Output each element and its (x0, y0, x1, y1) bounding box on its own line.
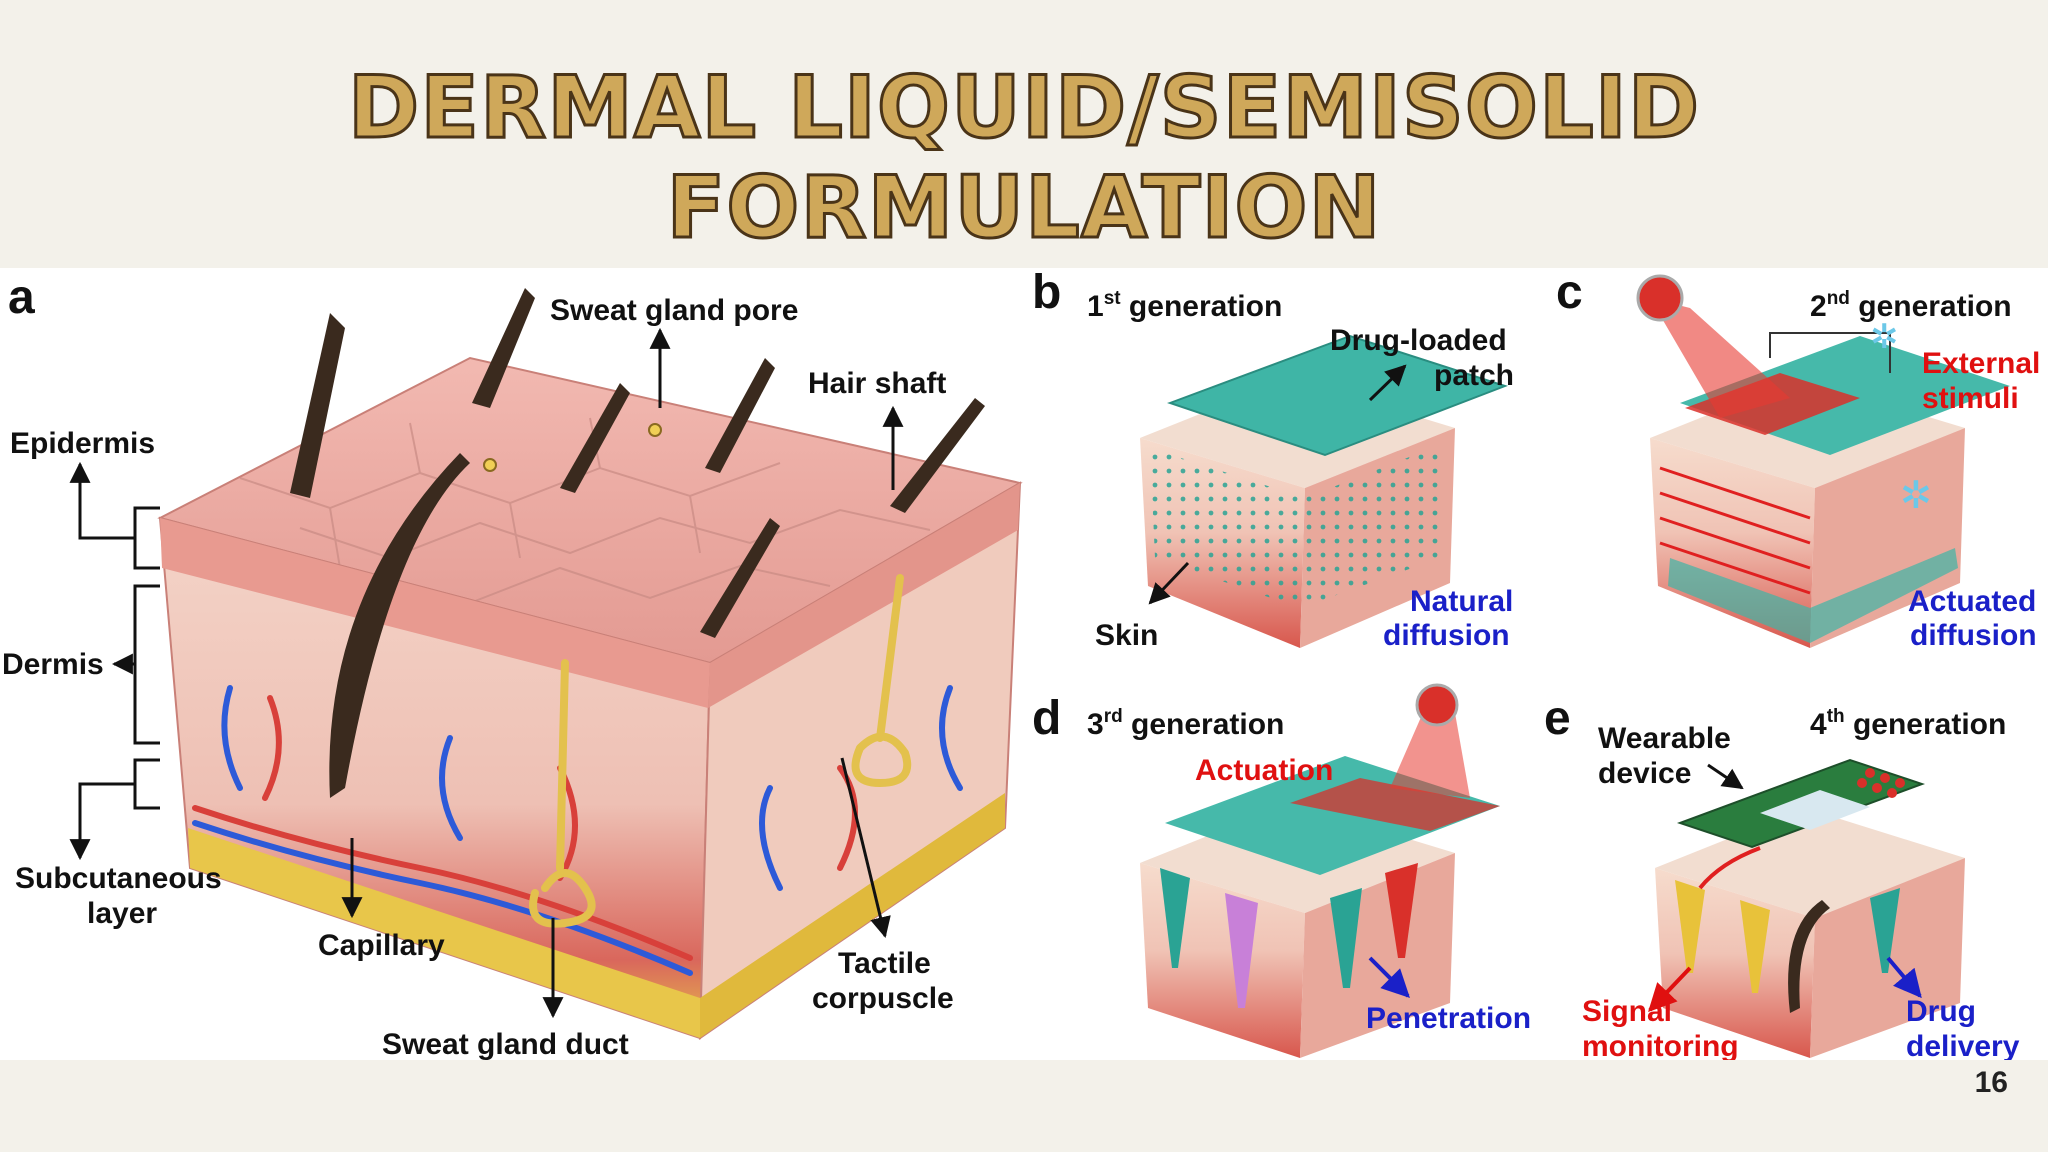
gen-text: generation (1123, 708, 1285, 741)
label-natural: Natural (1410, 585, 1513, 618)
panel-c-generation: 2nd generation (1810, 288, 2012, 323)
gen-number: 1 (1087, 290, 1104, 323)
circuit-wire (1769, 332, 1891, 373)
label-tactile: Tactile (838, 947, 931, 980)
microneedle (1225, 893, 1258, 1008)
label-stimuli: stimuli (1922, 382, 2019, 415)
label-patch: patch (1434, 359, 1514, 392)
label-sweat-gland-pore: Sweat gland pore (550, 294, 798, 327)
panel-b-first-generation: b 1st generation Drug-loaded patch Skin … (1032, 268, 1514, 652)
light-source-icon (1636, 274, 1684, 322)
drug-loaded-patch (1167, 334, 1509, 457)
subcutaneous-fat (188, 828, 700, 1038)
sweat-pore (648, 423, 662, 437)
epidermis-band (160, 518, 710, 708)
gen-text: generation (1845, 708, 2007, 741)
label-dermis: Dermis (2, 648, 104, 681)
light-source-icon (1415, 683, 1459, 727)
actuation-beam (1390, 708, 1470, 798)
label-penetration: Penetration (1366, 1002, 1531, 1035)
gen-superscript: rd (1104, 706, 1123, 727)
label-actuation: Actuation (1195, 754, 1333, 787)
microneedle (1740, 900, 1770, 993)
tactile-arrow (840, 757, 891, 939)
label-drug: Drug (1906, 995, 1976, 1028)
label-subcutaneous-layer: layer (87, 897, 157, 930)
skin-block-top (1655, 808, 1965, 918)
label-skin: Skin (1095, 619, 1158, 652)
subcutaneous-fat-right (700, 793, 1005, 1038)
panel-d-letter: d (1032, 692, 1061, 745)
epidermis-band-right (708, 483, 1020, 708)
label-capillary: Capillary (318, 929, 445, 962)
page-number: 16 (1974, 1066, 2008, 1099)
label-drug-loaded: Drug-loaded (1330, 324, 1507, 357)
device-wire (1698, 846, 1761, 890)
star-icon: ✲ (1870, 318, 1899, 356)
panel-b-generation: 1st generation (1087, 288, 1282, 323)
label-delivery: delivery (1906, 1030, 2020, 1060)
hair-shafts (290, 288, 985, 798)
actuated-patch-region (1290, 778, 1500, 831)
sweat-pore (483, 458, 497, 472)
red-stimulus-patch (1685, 373, 1860, 435)
drug-patch-arrow (1368, 364, 1407, 402)
blood-vessels (192, 685, 963, 976)
label-diffusion: diffusion (1383, 619, 1510, 652)
label-epidermis: Epidermis (10, 427, 155, 460)
label-tactile-corpuscle: corpuscle (812, 982, 954, 1015)
wearable-device-arrow (1707, 763, 1744, 790)
microneedle (1330, 888, 1362, 988)
gen-superscript: st (1104, 288, 1122, 309)
label-actuated-diffusion: diffusion (1910, 619, 2037, 652)
device-led-array (1857, 768, 1905, 798)
microneedle (1385, 863, 1418, 958)
drug-diffusion-dots (1150, 448, 1305, 608)
gen-text: generation (1121, 290, 1283, 323)
panel-e-generation: 4th generation (1810, 706, 2006, 741)
drug-diffusion-dots-right (1300, 443, 1445, 608)
drug-diffusion-cloud (1668, 548, 1958, 643)
label-monitoring: monitoring (1582, 1030, 1739, 1060)
label-sweat-gland-duct: Sweat gland duct (382, 1028, 629, 1060)
hair-strand (1788, 900, 1830, 1013)
panel-b-letter: b (1032, 268, 1061, 319)
label-subcutaneous: Subcutaneous (15, 862, 222, 895)
label-device: device (1598, 757, 1691, 790)
star-icon: ✲ (1900, 475, 1932, 517)
gen-text: generation (1850, 290, 2012, 323)
microneedle (1160, 868, 1190, 968)
stimulus-lines (1659, 466, 1811, 595)
panel-d-third-generation: d 3rd generation Actuation Penetration (1032, 683, 1531, 1058)
label-wearable: Wearable (1598, 722, 1731, 755)
device-screen (1760, 790, 1870, 830)
drug-delivery-arrow (1886, 956, 1922, 999)
panel-a-letter: a (8, 271, 35, 324)
skin-drug-delivery-figure: a Sweat gland pore Hair shaft Epidermis … (0, 268, 2048, 1060)
skin-arrow (1148, 561, 1190, 605)
panel-e-fourth-generation: e 4th generation Wearable device Signal … (1544, 692, 2020, 1060)
panel-c-second-generation: ✲ ✲ c 2nd generation External stimuli Ac… (1556, 268, 2040, 652)
microneedle (1675, 880, 1705, 973)
panel-e-letter: e (1544, 692, 1571, 745)
gen-number: 3 (1087, 708, 1104, 741)
signal-arrow (1648, 966, 1692, 1013)
sweat-gland-ducts (529, 574, 912, 928)
label-external: External (1922, 347, 2040, 380)
gen-number: 2 (1810, 290, 1827, 323)
label-signal: Signal (1582, 995, 1672, 1028)
gen-superscript: nd (1827, 288, 1850, 309)
slide-title: DERMAL LIQUID/SEMISOLID FORMULATION (346, 57, 1701, 260)
panel-a-skin-diagram: a Sweat gland pore Hair shaft Epidermis … (2, 271, 1023, 1060)
gen-superscript: th (1827, 706, 1845, 727)
gen-number: 4 (1810, 708, 1827, 741)
microneedle (1870, 888, 1900, 973)
label-hair-shaft: Hair shaft (808, 367, 946, 400)
stimulus-beam (1650, 298, 1790, 418)
panel-d-generation: 3rd generation (1087, 706, 1284, 741)
panel-c-letter: c (1556, 268, 1583, 319)
penetration-arrow (1368, 956, 1410, 998)
label-actuated: Actuated (1908, 585, 2036, 618)
